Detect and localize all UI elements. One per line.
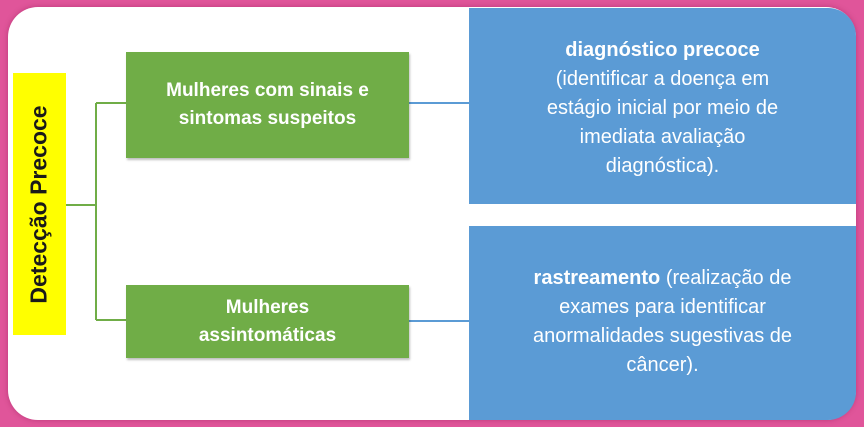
root-label: Detecção Precoce — [26, 104, 52, 304]
description-line: anormalidades sugestivas de — [532, 325, 793, 347]
group-label-line: assintomáticas — [198, 324, 337, 346]
description-term-rest: (realização de — [660, 267, 792, 289]
description-line: diagnóstica). — [605, 155, 720, 177]
description-first-line: rastreamento (realização de — [534, 264, 792, 293]
group-node-symptomatic: Mulheres com sinais e sintomas suspeitos — [126, 52, 409, 158]
description-line: imediata avaliação — [579, 126, 746, 148]
description-term: diagnóstico precoce — [565, 39, 760, 61]
group-label-line: Mulheres com sinais e — [166, 80, 369, 101]
group-label-line: sintomas suspeitos — [178, 108, 357, 129]
description-line: exames para identificar — [559, 296, 766, 318]
description-node-rastreamento: rastreamento (realização de exames para … — [469, 226, 856, 420]
root-node: Detecção Precoce — [13, 73, 66, 335]
group-label-line: Mulheres — [225, 296, 310, 318]
description-term: rastreamento — [533, 267, 661, 289]
group-node-asymptomatic: Mulheres assintomáticas — [126, 285, 409, 358]
description-line: estágio inicial por meio de — [546, 97, 779, 119]
description-line: (identificar a doença em — [555, 68, 770, 90]
description-line: câncer). — [626, 354, 699, 376]
description-node-diagnostico: diagnóstico precoce (identificar a doenç… — [469, 8, 856, 204]
